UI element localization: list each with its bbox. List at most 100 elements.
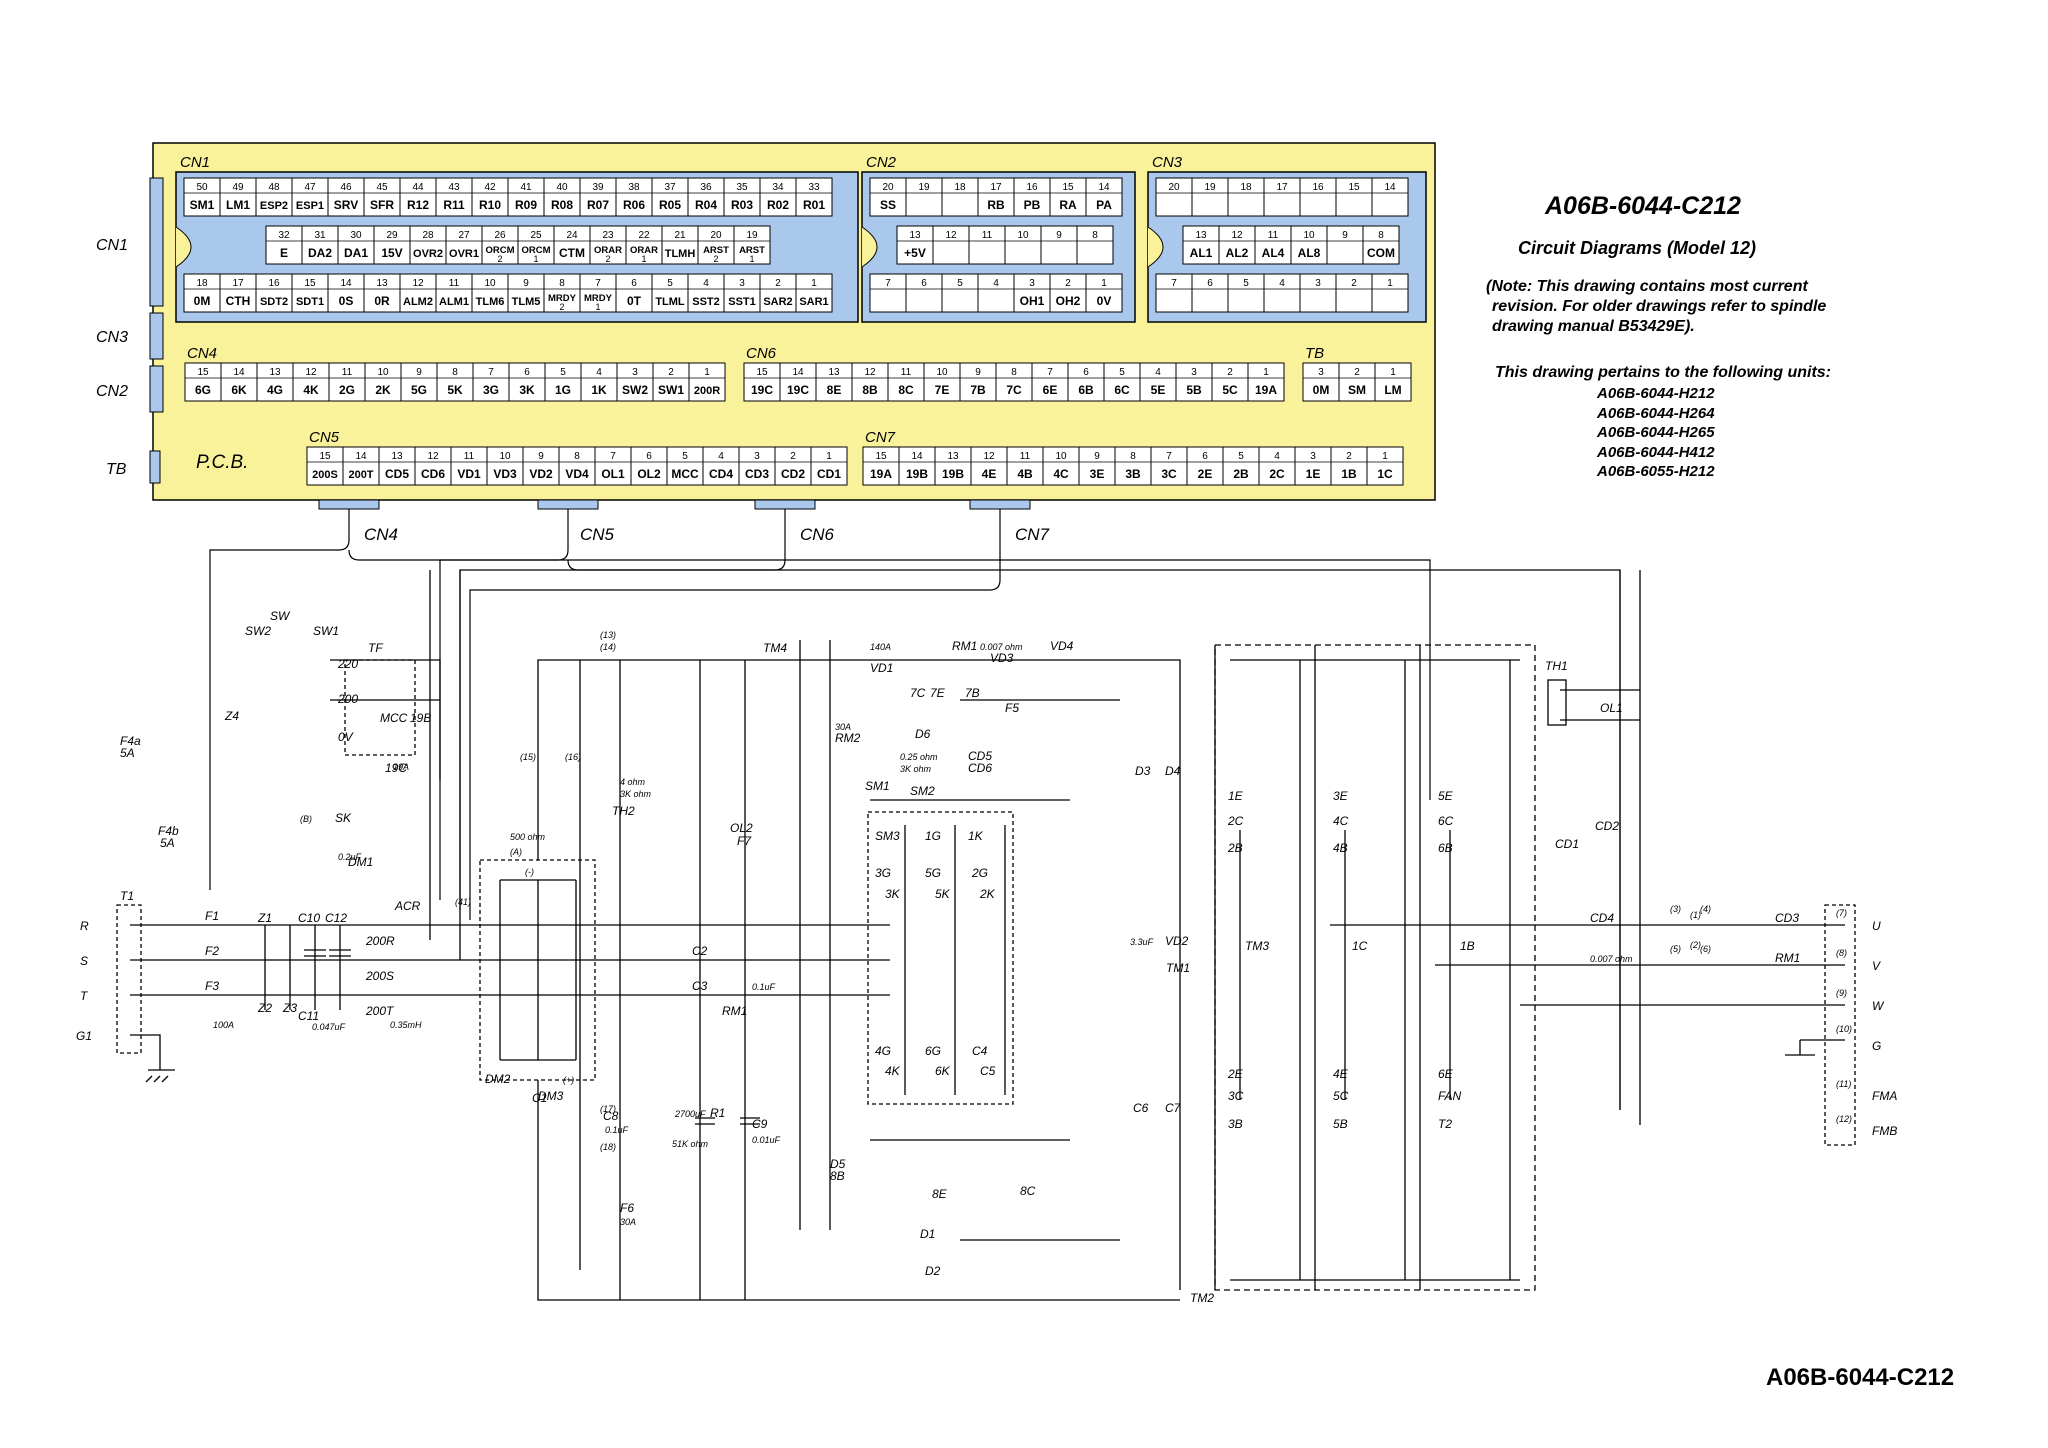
bus-label-cn7: CN7: [1015, 525, 1050, 544]
cn2-pin-number: 14: [1098, 182, 1110, 193]
cn6-pin-number: 13: [828, 367, 840, 378]
schematic-label: ACR: [394, 899, 421, 913]
schematic-label: 8C: [1020, 1184, 1036, 1198]
cn6-pin-number: 2: [1227, 367, 1233, 378]
cn5-pin-number: 12: [427, 451, 439, 462]
connector-cn1: CN150SM149LM148ESP247ESP146SRV45SFR44R12…: [175, 154, 859, 323]
cn5-pin-number: 9: [538, 451, 544, 462]
cn3-pin: [1371, 273, 1409, 313]
cn1-pin-signal: R02: [767, 198, 789, 212]
cn1-pin-number: 19: [746, 230, 758, 241]
cn2-pin-number: 11: [982, 230, 993, 241]
cn1-pin-signal: MRDY: [548, 293, 577, 304]
cn1-pin-number: 4: [703, 278, 709, 289]
cn3-pin-signal: AL2: [1226, 246, 1249, 260]
cn7-pin-signal: 1E: [1306, 467, 1321, 481]
schematic-label: 2E: [1227, 1067, 1244, 1081]
schematic-label: SK: [335, 811, 352, 825]
cn3-pin: [1191, 273, 1229, 313]
cn3-pin-number: 3: [1315, 278, 1321, 289]
cn5-pin-signal: VD1: [457, 467, 481, 481]
schematic-label: R1: [710, 1106, 725, 1120]
schematic-label: 1E: [1228, 789, 1244, 803]
schematic-label: SW1: [313, 624, 339, 638]
cn6-pin-number: 15: [756, 367, 768, 378]
cn1-pin-signal: SDT1: [296, 296, 324, 308]
cn6-pin-number: 8: [1011, 367, 1017, 378]
schematic-label: D6: [915, 727, 931, 741]
schematic-label: 30A: [835, 722, 851, 732]
cn7-pin-signal: 3C: [1161, 467, 1177, 481]
cn6-pin-signal: 8C: [898, 383, 914, 397]
schematic-label: C3: [692, 979, 708, 993]
schematic-label: 8B: [830, 1169, 845, 1183]
cn5-pin-number: 4: [718, 451, 724, 462]
cn1-pin-signal: TLM6: [476, 296, 505, 308]
cn7-pin-signal: 3E: [1090, 467, 1105, 481]
schematic-label: 500 ohm: [510, 832, 546, 842]
cn1-pin-number: 36: [700, 182, 712, 193]
cn1-pin: [507, 177, 545, 217]
cn6-pin-signal: 7B: [970, 383, 986, 397]
cn5-label: CN5: [309, 429, 340, 446]
cn1-pin: [481, 225, 519, 265]
cn2-pin-number: 13: [909, 230, 921, 241]
cn3-pin: [1155, 177, 1193, 217]
cn1-pin: [661, 225, 699, 265]
cn5-pin-number: 13: [391, 451, 403, 462]
output-terminal-label: FMA: [1872, 1089, 1897, 1103]
cn2-pin-signal: RB: [987, 198, 1005, 212]
cn1-pin-signal: DA1: [344, 246, 368, 260]
cn2-pin-signal: SS: [880, 198, 896, 212]
tab-cn1: [149, 177, 164, 307]
cn7-pin: [1078, 446, 1116, 486]
cn3-pin-number: 12: [1231, 230, 1243, 241]
cn1-pin-number: 7: [595, 278, 601, 289]
schematic-label: 0V: [338, 730, 354, 744]
cn1-pin-number: 40: [556, 182, 568, 193]
schematic-label: TM4: [763, 641, 787, 655]
cn1-pin-signal: SST2: [692, 296, 720, 308]
schematic-label: D4: [1165, 764, 1181, 778]
cn1-pin-signal: TLMH: [665, 248, 696, 260]
cn6-pin-number: 4: [1155, 367, 1161, 378]
schematic-label: DM1: [348, 855, 373, 869]
cn5-pin-signal: VD2: [529, 467, 553, 481]
schematic-label: 4K: [885, 1064, 901, 1078]
cn1-pin: [579, 177, 617, 217]
cn1-pin-number: 26: [494, 230, 506, 241]
cn7-pin: [970, 446, 1008, 486]
cn3-pin-number: 4: [1279, 278, 1285, 289]
schematic-label: 6G: [925, 1044, 941, 1058]
cn1-pin: [435, 273, 473, 313]
cn1-pin: [615, 273, 653, 313]
cn2-pin: [968, 225, 1006, 265]
schematic-label: D3: [1135, 764, 1151, 778]
cn3-pin: [1335, 177, 1373, 217]
cn7-pin-number: 15: [875, 451, 887, 462]
bus-label-cn5: CN5: [580, 525, 615, 544]
cn2-pin-signal: OH2: [1056, 294, 1081, 308]
cn1-pin-number: 34: [772, 182, 784, 193]
cn6-pin-signal: 5C: [1222, 383, 1238, 397]
schematic-label: 4B: [1333, 841, 1348, 855]
cn1-pin-number: 25: [530, 230, 542, 241]
cn2-pin-number: 1: [1101, 278, 1107, 289]
cn3-pin-number: 14: [1384, 182, 1396, 193]
schematic-label: (2): [1690, 940, 1701, 950]
cn1-pin-signal-sub: 2: [605, 254, 610, 264]
cn4-pin-number: 13: [269, 367, 281, 378]
schematic-label: (14): [600, 642, 616, 652]
cn2-pin: [1085, 273, 1123, 313]
cn2-pin: [1085, 177, 1123, 217]
cn6-pin-number: 9: [975, 367, 981, 378]
cn1-pin-signal: SM1: [190, 198, 215, 212]
schematic-label: C4: [972, 1044, 988, 1058]
cn1-pin: [183, 273, 221, 313]
cn4-pin-signal: SW1: [658, 383, 684, 397]
schematic-label: F1: [205, 909, 219, 923]
schematic-label: (12): [1836, 1114, 1852, 1124]
cn2-pin-signal: PA: [1096, 198, 1112, 212]
schematic-label: 1G: [925, 829, 941, 843]
schematic-label: Z3: [282, 1001, 297, 1015]
